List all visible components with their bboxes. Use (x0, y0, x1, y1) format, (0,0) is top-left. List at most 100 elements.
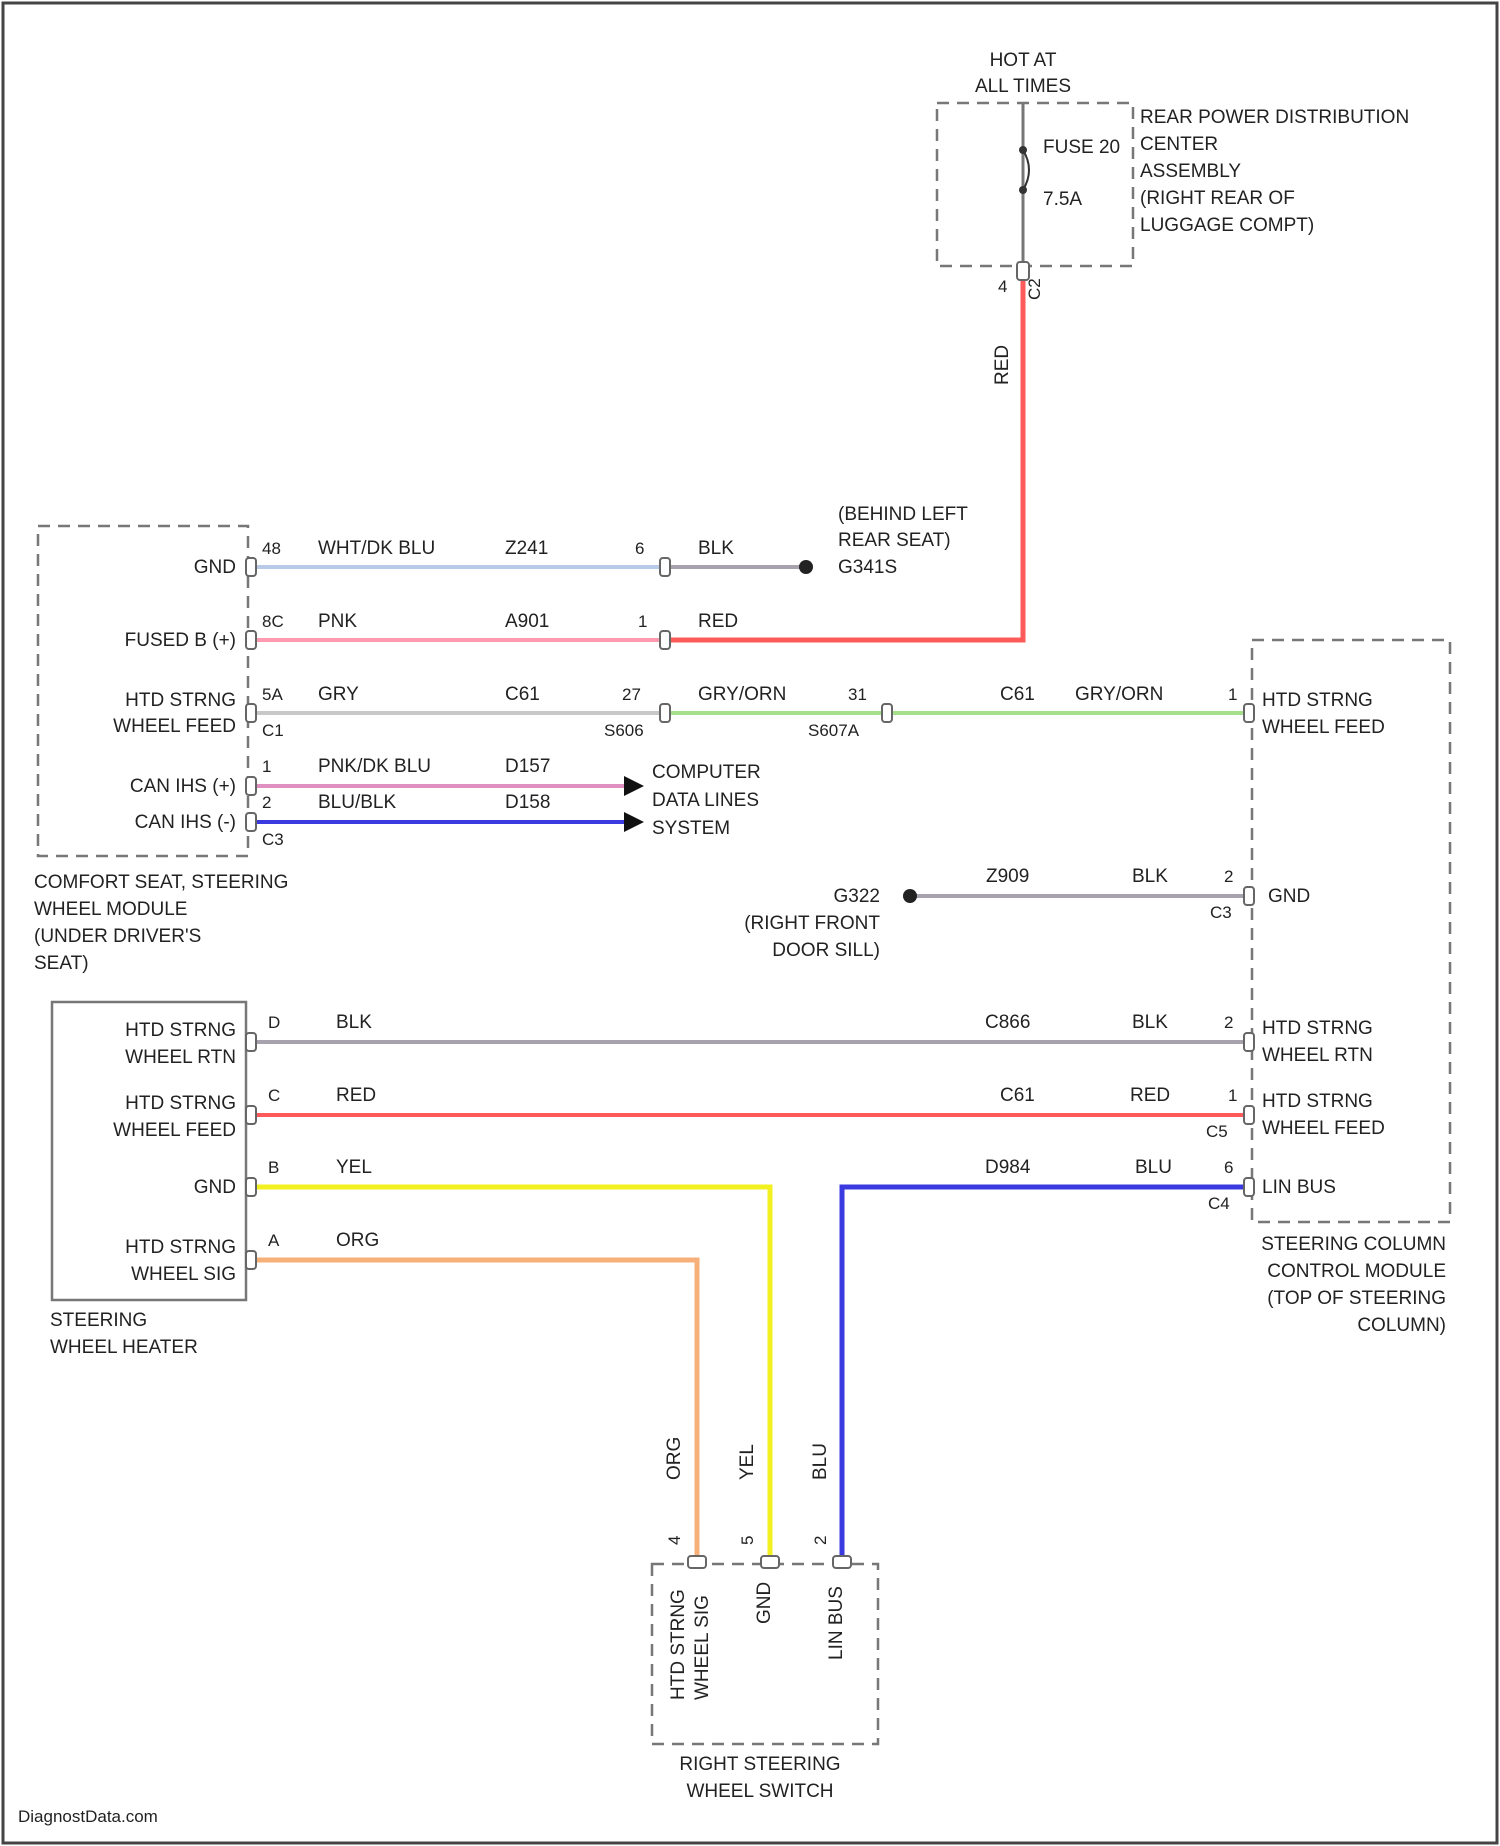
circuit-c61-a: C61 (505, 684, 540, 705)
column-pin-6: 6 (1224, 1158, 1233, 1177)
switch-label-sig-1: HTD STRNG (668, 1589, 689, 1700)
data-lines-2: DATA LINES (652, 790, 759, 811)
splice-pin-1: 1 (638, 612, 647, 631)
pdc-name-5: LUGGAGE COMPT) (1140, 215, 1314, 236)
circuit-d984: D984 (985, 1157, 1031, 1178)
comfort-pin-label-fused: FUSED B (+) (125, 630, 236, 651)
heater-pin-label-feed-2: WHEEL FEED (113, 1120, 236, 1141)
switch-label-lin: LIN BUS (826, 1586, 847, 1660)
switch-wire-yel: YEL (737, 1444, 758, 1480)
comfort-name-2: WHEEL MODULE (34, 899, 187, 920)
column-pin-2-rtn: 2 (1224, 1013, 1233, 1032)
comfort-pin-label-htd-2: WHEEL FEED (113, 716, 236, 737)
pdc-name-3: ASSEMBLY (1140, 161, 1241, 182)
comfort-pin-8c: 8C (262, 612, 284, 631)
heater-name-1: STEERING (50, 1310, 147, 1331)
switch-name-1: RIGHT STEERING (679, 1754, 840, 1775)
ground-left-line-3: G341S (838, 557, 897, 578)
pdc-connector-label: C2 (1025, 278, 1044, 300)
column-name-2: CONTROL MODULE (1267, 1261, 1446, 1282)
switch-pin-2: 2 (811, 1536, 830, 1545)
column-connector-c4: C4 (1208, 1194, 1230, 1213)
wire-label-gry: GRY (318, 684, 359, 705)
splice-pin-6: 6 (635, 539, 644, 558)
pdc-pin: 4 (998, 277, 1007, 296)
comfort-pin-2: 2 (262, 793, 271, 812)
wire-label-blk-rtn-2: BLK (1132, 1012, 1168, 1033)
switch-pin-5: 5 (738, 1536, 757, 1545)
wire-label-red-out: RED (698, 611, 738, 632)
comfort-pin-48: 48 (262, 539, 281, 558)
circuit-c61-c: C61 (1000, 1085, 1035, 1106)
wire-label-org: ORG (336, 1230, 379, 1251)
heater-pin-c: C (268, 1086, 280, 1105)
heater-pin-label-rtn-2: WHEEL RTN (125, 1047, 236, 1068)
ground-left-line-2: REAR SEAT) (838, 530, 951, 551)
switch-label-gnd: GND (754, 1582, 775, 1624)
red-wire-vertical-label: RED (992, 345, 1013, 385)
comfort-name-3: (UNDER DRIVER'S (34, 926, 201, 947)
splice-pin-31: 31 (848, 685, 867, 704)
column-pin-1-feed-b: 1 (1228, 1086, 1237, 1105)
watermark: DiagnostData.com (18, 1807, 158, 1826)
wire-label-gry-orn-a: GRY/ORN (698, 684, 786, 705)
comfort-pin-1: 1 (262, 757, 271, 776)
heater-pin-d: D (268, 1013, 280, 1032)
column-rtn-label-1: HTD STRNG (1262, 1018, 1373, 1039)
circuit-c866: C866 (985, 1012, 1030, 1033)
comfort-pin-label-can-minus: CAN IHS (-) (135, 812, 236, 833)
column-pin-1-feed: 1 (1228, 685, 1237, 704)
data-lines-3: SYSTEM (652, 818, 730, 839)
wire-label-wht-dk-blu: WHT/DK BLU (318, 538, 435, 559)
circuit-d157: D157 (505, 756, 550, 777)
comfort-pin-label-gnd: GND (194, 557, 236, 578)
column-name-3: (TOP OF STEERING (1267, 1288, 1446, 1309)
comfort-connector-c1: C1 (262, 721, 284, 740)
pdc-name-2: CENTER (1140, 134, 1218, 155)
column-connector-c3: C3 (1210, 903, 1232, 922)
g322-line-2: DOOR SILL) (772, 940, 880, 961)
circuit-a901: A901 (505, 611, 549, 632)
splice-pin-27: 27 (622, 685, 641, 704)
column-connector-c5: C5 (1206, 1122, 1228, 1141)
comfort-pin-label-can-plus: CAN IHS (+) (130, 776, 236, 797)
fuse-rating: 7.5A (1043, 189, 1082, 210)
pdc-connector (1017, 262, 1029, 280)
column-feed-label-1b: HTD STRNG (1262, 1091, 1373, 1112)
wire-label-yel: YEL (336, 1157, 372, 1178)
wire-label-gry-orn-b: GRY/ORN (1075, 684, 1163, 705)
wire-label-blu-blk: BLU/BLK (318, 792, 396, 813)
heater-pin-label-gnd: GND (194, 1177, 236, 1198)
wire-label-red-feed-2: RED (1130, 1085, 1170, 1106)
heater-pin-label-sig-2: WHEEL SIG (131, 1264, 236, 1285)
column-label-gnd: GND (1268, 886, 1310, 907)
heater-pin-a: A (268, 1231, 280, 1250)
comfort-pin-5a: 5A (262, 685, 283, 704)
column-pin-2-gnd: 2 (1224, 867, 1233, 886)
heater-pin-b: B (268, 1158, 279, 1177)
switch-pin-4: 4 (665, 1536, 684, 1545)
data-lines-1: COMPUTER (652, 762, 761, 783)
switch-wire-org: ORG (664, 1437, 685, 1480)
column-label-lin-bus: LIN BUS (1262, 1177, 1336, 1198)
fuse-label: FUSE 20 (1043, 137, 1120, 158)
heater-pin-label-sig-1: HTD STRNG (125, 1237, 236, 1258)
wire-label-blu-lin: BLU (1135, 1157, 1172, 1178)
wire-label-red-feed: RED (336, 1085, 376, 1106)
pdc-name-4: (RIGHT REAR OF (1140, 188, 1295, 209)
comfort-name-4: SEAT) (34, 953, 89, 974)
heater-pin-label-feed-1: HTD STRNG (125, 1093, 236, 1114)
column-feed-label-2: WHEEL FEED (1262, 717, 1385, 738)
circuit-z909: Z909 (986, 866, 1029, 887)
g322-line-1: (RIGHT FRONT (744, 913, 880, 934)
comfort-connector-c3: C3 (262, 830, 284, 849)
comfort-name-1: COMFORT SEAT, STEERING (34, 872, 288, 893)
wire-label-pnk: PNK (318, 611, 357, 632)
wire-label-blk-rtn: BLK (336, 1012, 372, 1033)
wire-label-pnk-dk-blu: PNK/DK BLU (318, 756, 431, 777)
switch-name-2: WHEEL SWITCH (686, 1781, 833, 1802)
column-feed-label-2b: WHEEL FEED (1262, 1118, 1385, 1139)
column-feed-label-1: HTD STRNG (1262, 690, 1373, 711)
circuit-z241: Z241 (505, 538, 548, 559)
